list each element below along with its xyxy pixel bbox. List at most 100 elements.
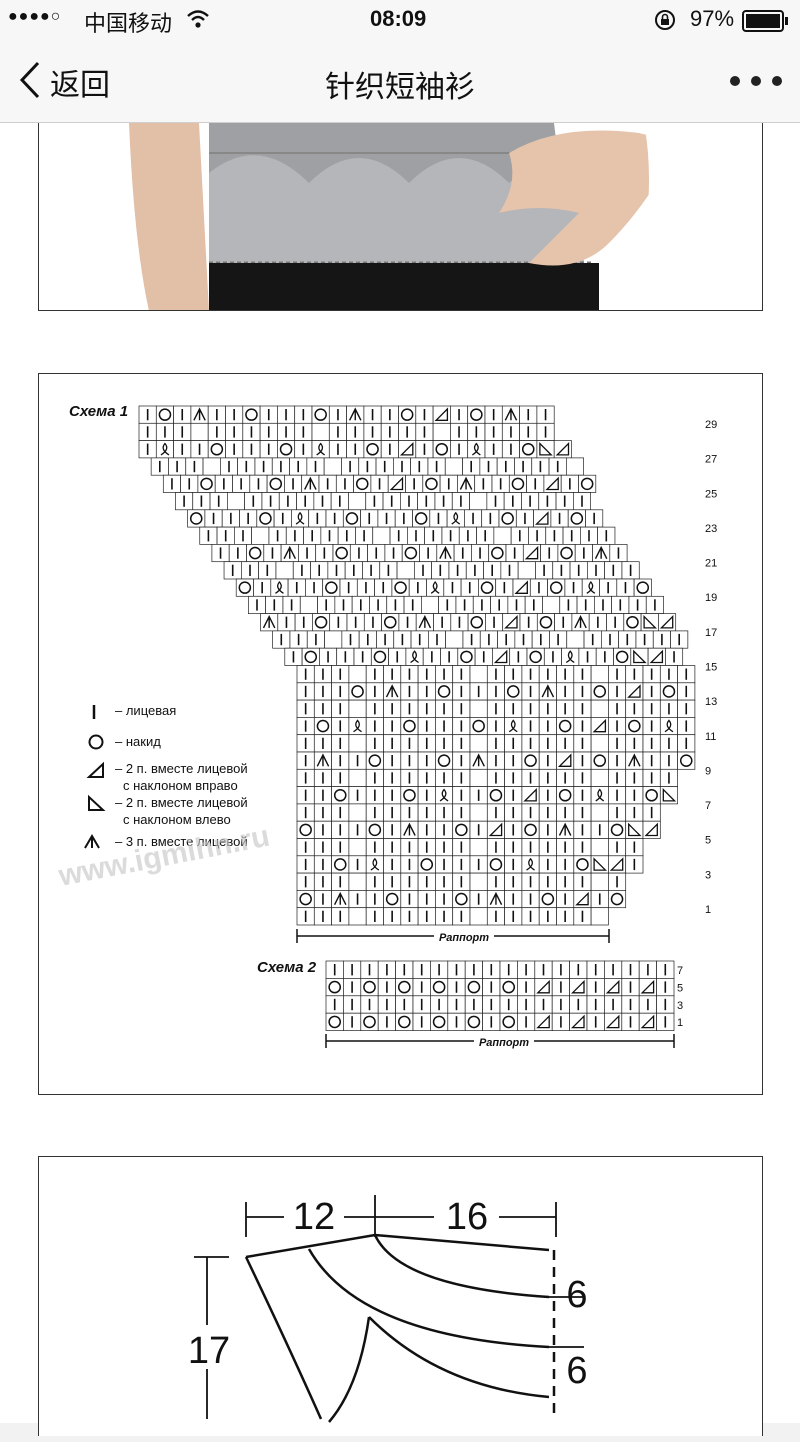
chart-cell xyxy=(396,561,415,580)
row-number: 19 xyxy=(705,592,717,604)
chart-cell xyxy=(190,422,209,441)
chart-cell xyxy=(469,907,488,926)
row-number: 17 xyxy=(705,627,717,639)
dim-right-upper: 6 xyxy=(566,1274,587,1316)
chart-cell xyxy=(323,457,342,476)
row-number: 1 xyxy=(705,904,711,916)
battery-icon xyxy=(742,10,790,37)
chart-cell xyxy=(542,595,561,614)
chart-cell xyxy=(590,768,609,787)
chart-cell xyxy=(590,872,609,891)
chart-cell xyxy=(469,768,488,787)
dim-right-lower: 6 xyxy=(566,1350,587,1392)
dim-left: 17 xyxy=(188,1330,230,1372)
chart-cell xyxy=(469,699,488,718)
sweater-photo xyxy=(38,123,763,311)
status-bar: ●●●●○ 中国移动 08:09 97% xyxy=(0,0,800,40)
legend-yarn-over-text: – накид xyxy=(115,734,161,749)
navigation-bar: 返回 针织短袖衫 xyxy=(0,40,800,123)
row-number: 7 xyxy=(705,800,711,812)
row-number: 23 xyxy=(705,523,717,535)
dimension-left: 17 xyxy=(184,1256,234,1419)
chart-cell xyxy=(324,630,343,649)
page-title: 针织短袖衫 xyxy=(325,70,475,105)
watermark: www.igmihn.ru xyxy=(55,820,272,893)
row-number: 27 xyxy=(705,454,717,466)
chart-cell xyxy=(444,457,463,476)
legend-k2tog-left-text2: с наклоном влево xyxy=(123,812,231,827)
chevron-left-icon xyxy=(18,60,42,105)
chart-cell xyxy=(421,595,440,614)
chart-cell xyxy=(566,630,585,649)
chart-cell xyxy=(348,907,367,926)
row-number: 11 xyxy=(705,731,716,743)
chart-cell xyxy=(469,803,488,822)
more-dot-icon xyxy=(772,76,782,86)
more-button[interactable] xyxy=(730,66,782,96)
chart-cell xyxy=(469,838,488,857)
chart-cell xyxy=(348,872,367,891)
chart-cell xyxy=(372,526,391,545)
chart-cell xyxy=(348,665,367,684)
scheme1-label: Схема 1 xyxy=(69,403,128,420)
row-number: 13 xyxy=(705,696,717,708)
legend-yarn-over: – накид xyxy=(88,734,161,750)
rotation-lock-icon xyxy=(654,9,676,36)
chart-cell xyxy=(590,838,609,857)
k2tog-right-symbol-icon xyxy=(86,761,104,778)
more-dot-icon xyxy=(751,76,761,86)
legend-k2tog-left: – 2 п. вместе лицевой с наклоном влево xyxy=(88,794,248,827)
chart-cell xyxy=(445,630,464,649)
row-number: 21 xyxy=(705,558,717,570)
sleeve-outline xyxy=(244,1233,550,1423)
chart-cell xyxy=(275,561,294,580)
sleeve-diagram: 12 16 17 xyxy=(38,1156,763,1436)
row-number: 1 xyxy=(677,1017,683,1029)
back-button[interactable]: 返回 xyxy=(18,60,110,104)
chart-cell xyxy=(202,457,221,476)
row-number: 7 xyxy=(677,965,683,977)
row-number: 3 xyxy=(677,1000,683,1012)
scheme2-label: Схема 2 xyxy=(257,959,317,976)
legend-k2tog-right: – 2 п. вместе лицевой с наклоном вправо xyxy=(86,761,248,793)
back-label: 返回 xyxy=(50,68,110,103)
row-number: 29 xyxy=(705,419,717,431)
signal-strength: ●●●●○ xyxy=(8,8,62,25)
chart-cell xyxy=(590,699,609,718)
chart-cell xyxy=(565,457,584,476)
chart-cell xyxy=(517,561,536,580)
yarn-over-symbol-icon xyxy=(88,734,104,750)
more-dot-icon xyxy=(730,76,740,86)
rapport-label-1: Раппорт xyxy=(439,932,489,944)
chart-cell xyxy=(432,422,451,441)
rapport-bracket-1: Раппорт xyxy=(296,928,610,944)
chart-cell xyxy=(348,734,367,753)
chart-cell xyxy=(469,872,488,891)
row-number: 15 xyxy=(705,661,717,673)
chart-cell xyxy=(469,665,488,684)
legend-k3tog: – 3 п. вместе лицевой xyxy=(84,834,248,849)
chart-cell xyxy=(251,526,270,545)
legend: – лицевая – накид – 2 п. вместе лицевой … xyxy=(84,703,248,849)
row-number: 3 xyxy=(705,869,711,881)
rapport-label-2: Раппорт xyxy=(479,1037,529,1049)
dimension-right: 6 6 xyxy=(544,1250,588,1419)
rapport-bracket-2: Раппорт xyxy=(325,1033,675,1049)
legend-k2tog-right-text2: с наклоном вправо xyxy=(123,778,238,793)
clock: 08:09 xyxy=(370,6,427,31)
chart-cell xyxy=(348,803,367,822)
dim-top-left: 12 xyxy=(293,1196,335,1238)
chart-cell xyxy=(590,734,609,753)
chart-cell xyxy=(590,665,609,684)
chart-cell xyxy=(590,907,609,926)
k3tog-symbol-icon xyxy=(84,834,100,849)
row-number: 5 xyxy=(705,835,711,847)
row-number: 25 xyxy=(705,488,717,500)
dim-top-right: 16 xyxy=(446,1196,488,1238)
chart-cell xyxy=(348,768,367,787)
chart-cell xyxy=(493,526,512,545)
chart-cell xyxy=(348,699,367,718)
chart-cell xyxy=(227,492,246,511)
